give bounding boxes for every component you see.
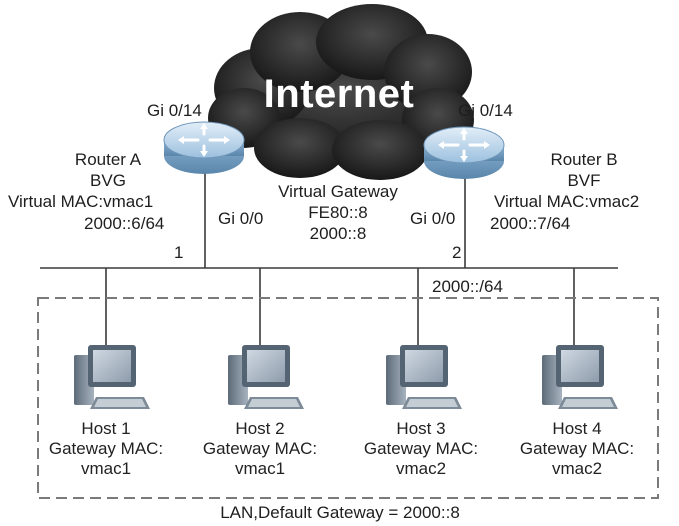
router-a-role: BVG [90, 171, 126, 190]
host-name: Host 3 [396, 419, 446, 438]
router-b-virtual-mac: Virtual MAC:vmac2 [494, 192, 640, 211]
host-gateway-mac: vmac2 [395, 459, 447, 478]
host-name: Host 4 [552, 419, 602, 438]
router-b-address: 2000::7/64 [490, 214, 571, 233]
host-gateway-mac: vmac1 [234, 459, 286, 478]
links [40, 160, 618, 346]
host-2-label: Host 2 Gateway MAC: vmac1 [185, 419, 335, 479]
lan-caption: LAN,Default Gateway = 2000::8 [220, 503, 460, 522]
host-gateway-label: Gateway MAC: [363, 439, 479, 458]
router-a-interface-lan: Gi 0/0 [218, 209, 264, 228]
host-2-computer-icon [228, 345, 304, 409]
cloud-icon [208, 4, 474, 180]
router-a-virtual-mac: Virtual MAC:vmac1 [8, 192, 154, 211]
internet-label: Internet [263, 72, 415, 116]
lan-dashed-box [37, 297, 659, 499]
host-3-label: Host 3 Gateway MAC: vmac2 [346, 419, 496, 479]
host-name: Host 2 [235, 419, 285, 438]
host-name: Host 1 [81, 419, 131, 438]
host-gateway-label: Gateway MAC: [519, 439, 635, 458]
virtual-gateway-link-local: FE80::8 [308, 203, 368, 222]
host-gateway-label: Gateway MAC: [48, 439, 164, 458]
host-1-computer-icon [74, 345, 150, 409]
host-gateway-mac: vmac1 [80, 459, 132, 478]
router-b-lan-port: 2 [452, 243, 462, 262]
host-3-computer-icon [386, 345, 462, 409]
router-a-name: Router A [74, 150, 142, 169]
router-a-lan-port: 1 [174, 243, 184, 262]
router-a-interface-top: Gi 0/14 [147, 101, 202, 120]
router-b-icon [423, 126, 505, 179]
host-4-label: Host 4 Gateway MAC: vmac2 [502, 419, 652, 479]
router-b-interface-top: Gi 0/14 [458, 101, 513, 120]
router-b-name: Router B [550, 150, 618, 169]
internet-cloud [208, 4, 474, 180]
host-4-computer-icon [542, 345, 618, 409]
host-1-label: Host 1 Gateway MAC: vmac1 [31, 419, 181, 479]
router-a-icon [163, 121, 245, 174]
host-gateway-mac: vmac2 [551, 459, 603, 478]
router-b-role: BVF [567, 171, 601, 190]
virtual-gateway-title: Virtual Gateway [278, 182, 398, 201]
router-b-interface-lan: Gi 0/0 [410, 209, 456, 228]
lan-prefix: 2000::/64 [432, 277, 503, 296]
virtual-gateway-global: 2000::8 [309, 224, 367, 243]
router-a-address: 2000::6/64 [84, 214, 165, 233]
host-gateway-label: Gateway MAC: [202, 439, 318, 458]
